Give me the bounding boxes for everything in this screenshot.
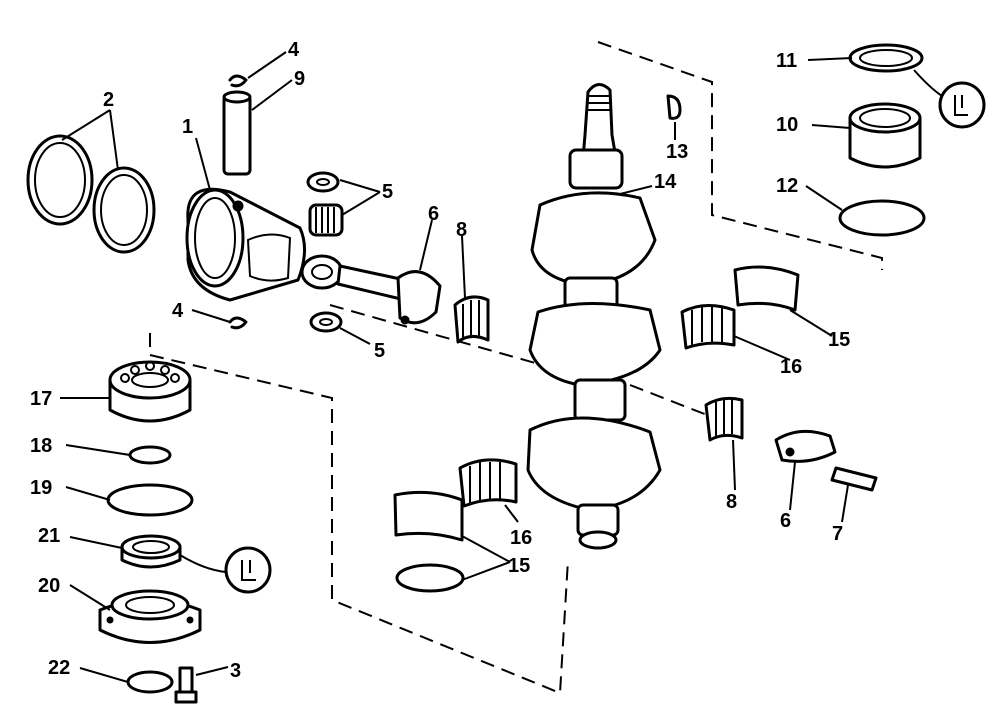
crankshaft	[526, 83, 662, 550]
pin-retaining-clips	[228, 74, 248, 330]
callout-17: 17	[30, 388, 52, 410]
main-bearing-race-halves-upper	[733, 265, 800, 312]
callout-22: 22	[48, 657, 70, 679]
callout-21: 21	[38, 525, 60, 547]
callout-4-bottom: 4	[172, 300, 184, 322]
upper-seal	[848, 43, 924, 73]
piston-rings	[26, 134, 156, 254]
callout-5-top: 5	[382, 181, 393, 203]
callout-13: 13	[666, 141, 688, 163]
piston	[185, 187, 306, 302]
callout-4-top: 4	[288, 39, 300, 61]
lower-snap-ring-and-o-ring	[106, 445, 194, 517]
rod-bearing-cages	[453, 295, 744, 442]
lower-bearing-housing	[98, 589, 202, 644]
upper-needle-bearing	[848, 102, 922, 169]
callout-7: 7	[832, 523, 843, 545]
leader-lines	[60, 51, 853, 683]
callout-8-right: 8	[726, 491, 737, 513]
callout-16-upper: 16	[780, 356, 802, 378]
housing-o-ring-and-screw	[126, 666, 198, 704]
callout-15-lower: 15	[508, 555, 530, 577]
piston-pin	[222, 90, 252, 176]
callout-18: 18	[30, 435, 52, 457]
callout-9: 9	[294, 68, 305, 90]
callout-8-left: 8	[456, 219, 467, 241]
callout-5-bottom: 5	[374, 340, 385, 362]
callout-16-lower: 16	[510, 527, 532, 549]
callout-20: 20	[38, 575, 60, 597]
upper-o-ring	[838, 199, 926, 237]
main-bearing-cages	[458, 304, 736, 508]
small-end-bearing-and-washers	[306, 171, 344, 333]
callout-6-rod: 6	[428, 203, 439, 225]
callout-2: 2	[103, 89, 114, 111]
main-bearing-race-halves-lower	[393, 490, 465, 593]
callout-14: 14	[654, 171, 677, 193]
seal-detail-inset-lower	[179, 546, 272, 594]
callout-15-upper: 15	[828, 329, 850, 351]
callout-11: 11	[776, 50, 797, 72]
connecting-rod	[300, 254, 442, 325]
callout-3: 3	[230, 660, 241, 682]
lower-seal	[120, 534, 182, 569]
callout-6-cap: 6	[780, 510, 791, 532]
seal-detail-inset-upper	[913, 69, 986, 129]
callout-10: 10	[776, 114, 798, 136]
assembly-guide-lines	[149, 41, 883, 695]
lower-ball-bearing	[108, 360, 192, 423]
callout-labels: 1 2 3 4 4 5 5 6 6 7 8 8 9 10 11 12 13 14…	[30, 39, 850, 682]
callout-19: 19	[30, 477, 52, 499]
callout-12: 12	[776, 175, 798, 197]
rod-cap-and-bolt	[774, 429, 878, 492]
woodruff-key	[666, 94, 682, 120]
callout-1: 1	[182, 116, 193, 138]
